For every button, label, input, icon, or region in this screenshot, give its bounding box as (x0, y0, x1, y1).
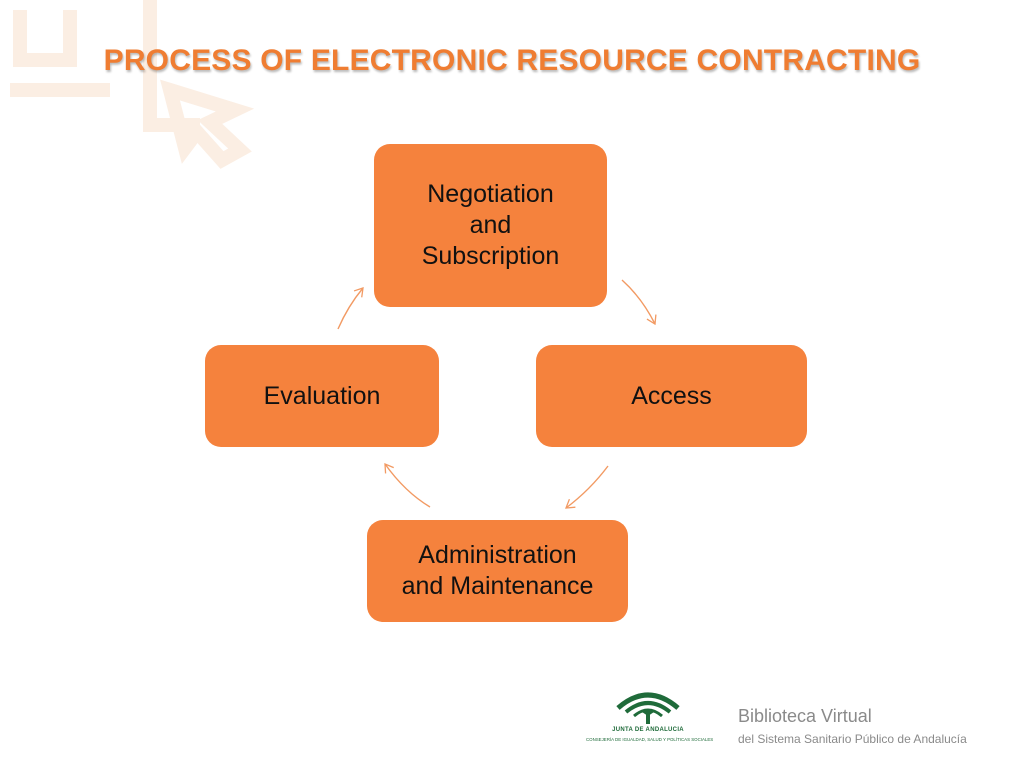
junta-de-andalucia-logo: JUNTA DE ANDALUCIA CONSEJERÍA DE IGUALDA… (586, 686, 713, 748)
node-access: Access (536, 345, 807, 447)
background-watermark (10, 0, 255, 169)
logo-emblem-icon (616, 692, 680, 724)
footer: JUNTA DE ANDALUCIA CONSEJERÍA DE IGUALDA… (586, 686, 1010, 756)
slide-title: PROCESS OF ELECTRONIC RESOURCE CONTRACTI… (103, 44, 921, 77)
logo-text-junta: JUNTA DE ANDALUCIA (612, 727, 684, 733)
brand-subtitle: del Sistema Sanitario Público de Andaluc… (738, 732, 967, 746)
node-label: Access (631, 381, 712, 410)
node-negotiation-and-subscription: Negotiation and Subscription (374, 144, 607, 307)
arrow-evaluation-to-negotiation (337, 287, 364, 330)
node-administration-and-maintenance: Administration and Maintenance (367, 520, 628, 622)
node-label: Administration and Maintenance (401, 541, 594, 600)
arrow-negotiation-to-access (621, 279, 657, 326)
node-evaluation: Evaluation (205, 345, 439, 447)
arrow-access-to-administration (565, 465, 609, 509)
arrow-administration-to-evaluation (384, 463, 431, 508)
brand-title: Biblioteca Virtual (738, 706, 872, 726)
node-label: Evaluation (263, 381, 381, 410)
node-label: Negotiation and Subscription (421, 180, 560, 270)
logo-text-consejeria: CONSEJERÍA DE IGUALDAD, SALUD Y POLÍTICA… (586, 737, 714, 742)
